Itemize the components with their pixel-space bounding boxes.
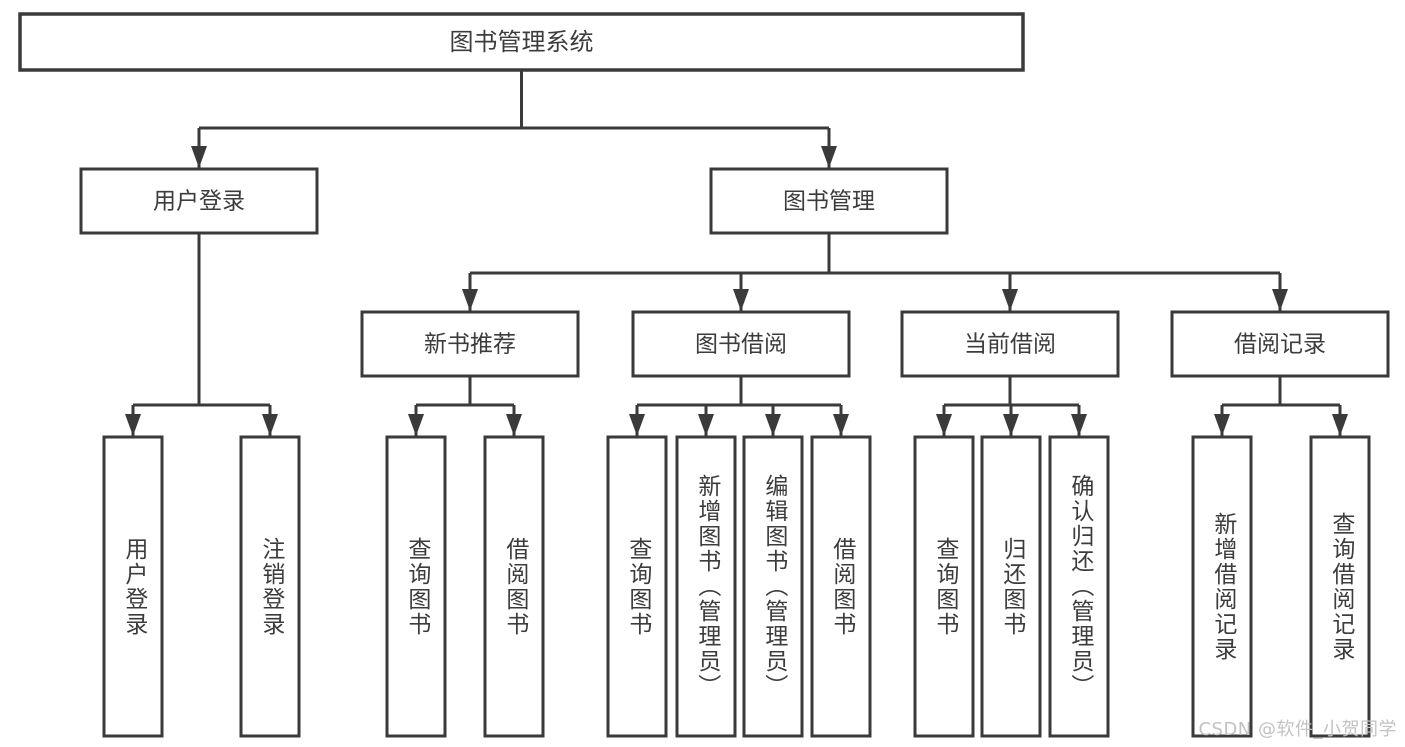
arrow-head-icon — [821, 146, 837, 168]
connector-layer — [125, 70, 1348, 436]
node-root[interactable] — [18, 12, 1025, 72]
node-new-book-rec[interactable] — [360, 310, 580, 378]
node-leaf-edit-book[interactable] — [742, 435, 804, 738]
arrow-head-icon — [1214, 414, 1230, 436]
node-book-borrow[interactable] — [631, 310, 851, 378]
node-leaf-return-book[interactable] — [980, 435, 1042, 738]
node-user-login[interactable] — [79, 167, 319, 235]
node-leaf-query-loan-rec[interactable] — [1309, 435, 1371, 738]
arrow-head-icon — [833, 414, 849, 436]
node-leaf-borrow-book-br[interactable] — [810, 435, 872, 738]
node-leaf-logout[interactable] — [239, 435, 301, 738]
arrow-head-icon — [936, 414, 952, 436]
arrow-head-icon — [462, 289, 478, 311]
arrow-head-icon — [1272, 289, 1288, 311]
arrow-head-icon — [262, 414, 278, 436]
node-leaf-query-book-cl[interactable] — [913, 435, 975, 738]
arrow-head-icon — [125, 414, 141, 436]
node-leaf-add-book[interactable] — [675, 435, 737, 738]
node-label-book-borrow: 图书借阅 — [695, 332, 787, 358]
node-label-user-login: 用户登录 — [153, 189, 245, 215]
arrow-head-icon — [1002, 289, 1018, 311]
node-label-loan-record: 借阅记录 — [1234, 332, 1326, 358]
node-leaf-borrow-book-rec[interactable] — [483, 435, 545, 738]
node-label-root: 图书管理系统 — [450, 28, 594, 56]
arrow-head-icon — [765, 414, 781, 436]
arrow-head-icon — [191, 146, 207, 168]
arrow-head-icon — [1003, 414, 1019, 436]
arrow-head-icon — [1332, 414, 1348, 436]
arrow-head-icon — [506, 414, 522, 436]
node-label-new-book-rec: 新书推荐 — [424, 332, 516, 358]
node-book-manage[interactable] — [709, 167, 949, 235]
arrow-head-icon — [1071, 414, 1087, 436]
arrow-head-icon — [408, 414, 424, 436]
node-leaf-confirm-return[interactable] — [1048, 435, 1110, 738]
node-label-current-loan: 当前借阅 — [964, 332, 1056, 358]
node-loan-record[interactable] — [1170, 310, 1390, 378]
watermark-text: CSDN @软件_小贺同学 — [1198, 719, 1397, 740]
node-box-layer — [18, 12, 1390, 738]
arrow-head-icon — [698, 414, 714, 436]
arrow-head-icon — [629, 414, 645, 436]
node-leaf-user-login[interactable] — [102, 435, 164, 738]
node-leaf-add-loan-rec[interactable] — [1191, 435, 1253, 738]
node-leaf-query-book-rec[interactable] — [385, 435, 447, 738]
node-label-book-manage: 图书管理 — [783, 189, 875, 215]
arrow-head-icon — [733, 289, 749, 311]
node-leaf-query-book-br[interactable] — [606, 435, 668, 738]
node-current-loan[interactable] — [900, 310, 1120, 378]
